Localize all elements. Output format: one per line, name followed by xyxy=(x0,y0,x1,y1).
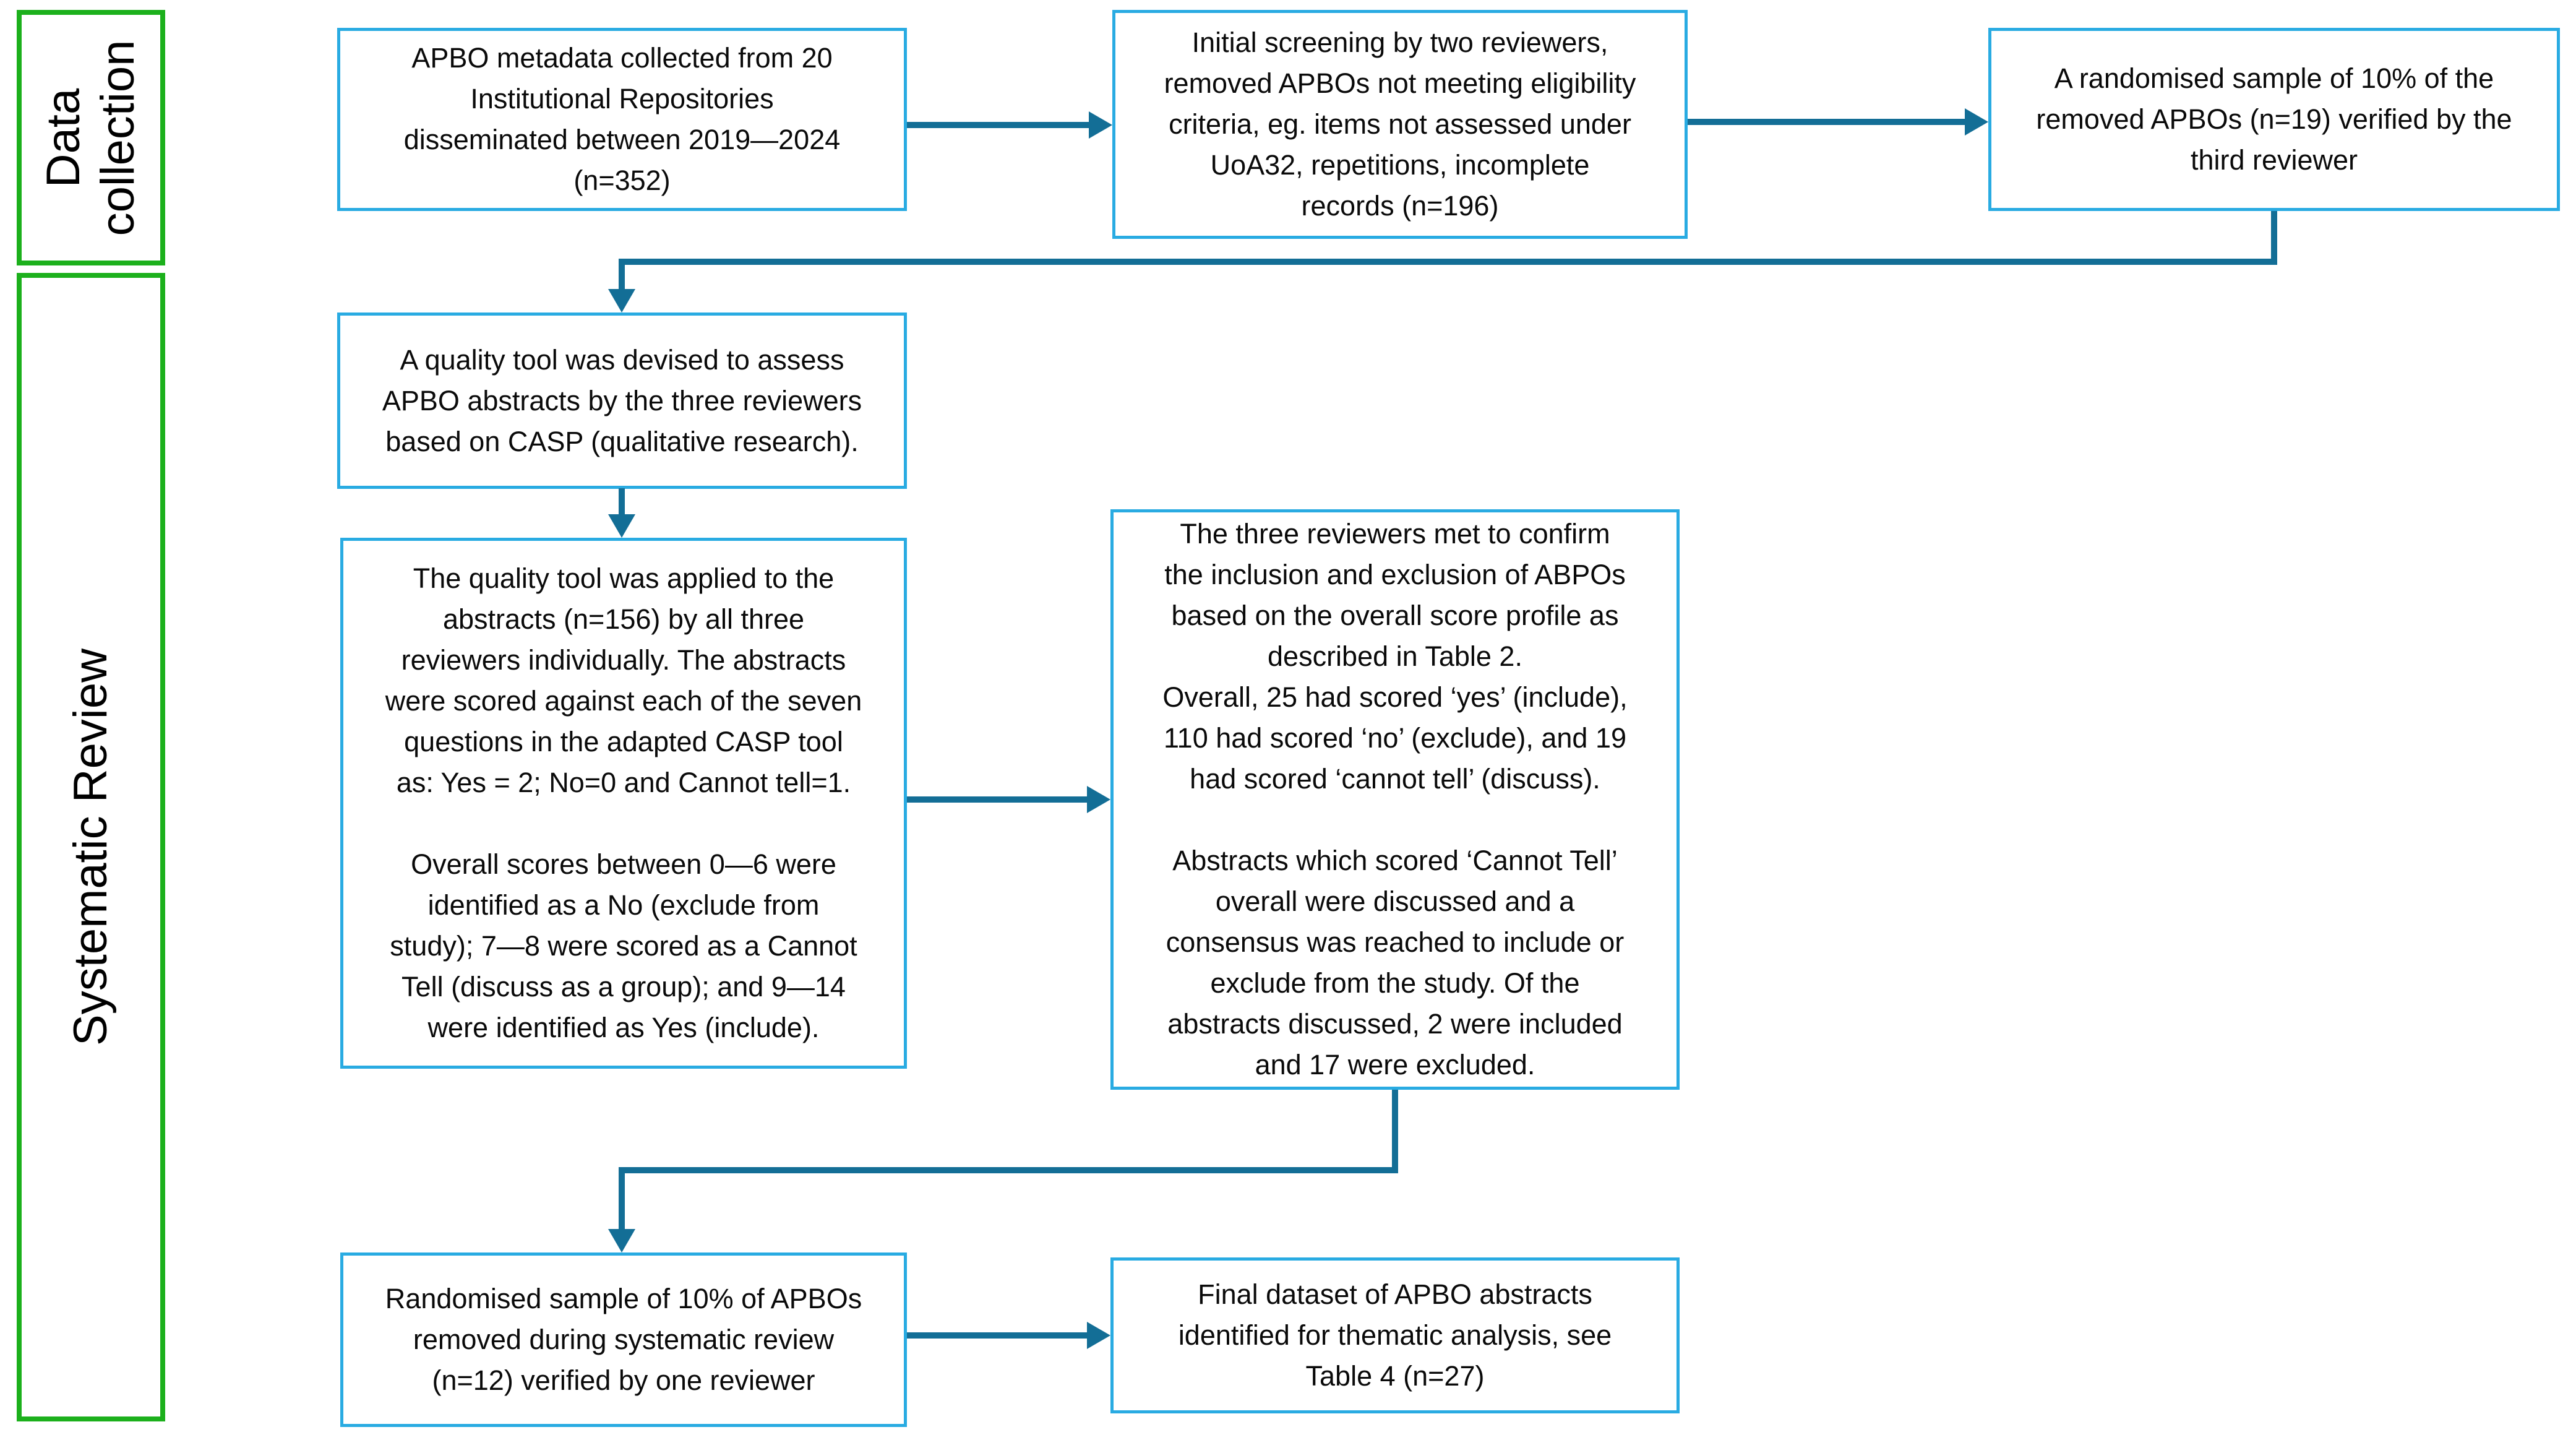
box-initial-screening: Initial screening by two reviewers, remo… xyxy=(1112,10,1688,239)
box-random-sample-n19: A randomised sample of 10% of the remove… xyxy=(1988,28,2560,211)
arrow-screening-to-verify19-head-icon xyxy=(1965,108,1988,136)
arrow-confirm-elbow-run xyxy=(619,1167,1398,1173)
arrow-verify12-to-final-line xyxy=(907,1332,1091,1339)
stage-data-collection-label: Data collection xyxy=(37,40,144,236)
arrow-metadata-to-screening-line xyxy=(907,122,1091,128)
arrow-metadata-to-screening-head-icon xyxy=(1089,111,1112,139)
box-quality-tool-applied: The quality tool was applied to the abst… xyxy=(340,538,907,1069)
arrow-devised-to-applied-head-icon xyxy=(608,514,635,538)
arrow-screening-to-verify19-line xyxy=(1688,119,1968,125)
stage-data-collection: Data collection xyxy=(17,10,165,265)
arrow-applied-to-confirm-line xyxy=(907,796,1091,803)
box-quality-tool-devised: A quality tool was devised to assess APB… xyxy=(337,313,907,489)
arrow-verify12-to-final-head-icon xyxy=(1087,1322,1110,1349)
arrow-confirm-elbow-drop xyxy=(1392,1090,1398,1173)
stage-systematic-review: Systematic Review xyxy=(17,273,165,1421)
box-final-dataset: Final dataset of APBO abstracts identifi… xyxy=(1110,1257,1680,1413)
box-random-sample-n12: Randomised sample of 10% of APBOs remove… xyxy=(340,1253,907,1427)
stage-systematic-review-label: Systematic Review xyxy=(64,649,117,1046)
arrow-to-verify12-head-icon xyxy=(608,1229,635,1253)
box-apbo-metadata: APBO metadata collected from 20 Institut… xyxy=(337,28,907,211)
arrow-verify19-elbow-tail xyxy=(619,259,625,291)
arrow-verify19-elbow-run xyxy=(619,259,2277,265)
arrow-confirm-elbow-tail xyxy=(619,1167,625,1231)
box-reviewers-confirm: The three reviewers met to confirm the i… xyxy=(1110,509,1680,1090)
arrow-to-tool-devised-head-icon xyxy=(608,289,635,313)
arrow-applied-to-confirm-head-icon xyxy=(1087,786,1110,813)
arrow-devised-to-applied-line xyxy=(619,488,625,517)
arrow-verify19-elbow-drop xyxy=(2271,211,2277,265)
